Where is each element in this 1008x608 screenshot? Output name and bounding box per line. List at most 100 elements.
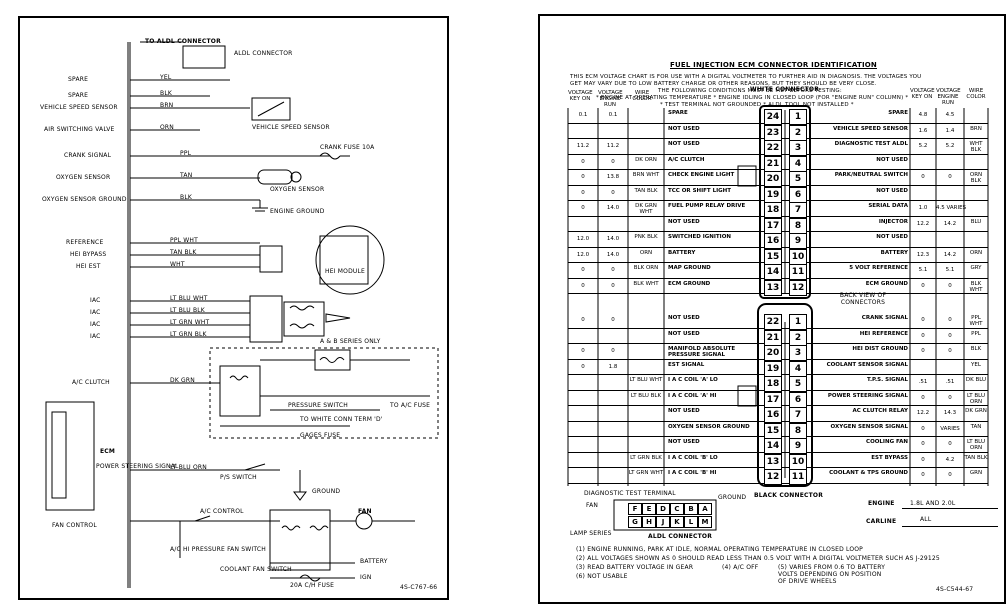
page-title: FUEL INJECTION ECM CONNECTOR IDENTIFICAT…	[670, 61, 877, 69]
wire-color-label: PPL	[180, 150, 192, 157]
signal-label: FAN CONTROL	[52, 522, 97, 529]
wire-color-label: PPL WHT	[170, 237, 198, 244]
pin-number: 11	[789, 469, 807, 485]
voltage-engine-run: 1.8	[608, 363, 618, 370]
wire-color: LT BLU ORN	[966, 392, 985, 405]
voltage-key-on: 0	[581, 348, 585, 354]
wire-color: TAN	[970, 423, 982, 430]
voltage-engine-run: VARIES	[940, 425, 960, 432]
voltage-key-on: 0	[921, 332, 925, 339]
pin-function: CRANK SIGNAL	[861, 315, 908, 321]
aldl-ground-label: GROUND	[718, 494, 747, 501]
pin-function: CHECK ENGINE LIGHT	[668, 172, 735, 178]
pin-function: BATTERY	[668, 249, 696, 256]
wire-color: WHT BLK	[969, 141, 983, 153]
voltage-engine-run: 0.1	[608, 112, 618, 118]
voltage-engine-run: 5.2	[945, 143, 955, 149]
aldl-pin: L	[684, 516, 698, 528]
intro-line: * TEST TERMINAL NOT GROUNDED * ALDL TOOL…	[660, 102, 854, 108]
col-header: VOLTAGE KEY ON	[910, 88, 935, 100]
pin-number: 2	[789, 124, 807, 141]
back-view-label: BACK VIEW OF CONNECTORS	[839, 292, 887, 306]
voltage-key-on: 0	[921, 394, 925, 401]
voltage-engine-run: 0	[948, 332, 952, 339]
pin-function: NOT USED	[668, 141, 700, 147]
ground-label: GROUND	[312, 488, 341, 495]
white-conn-label: TO WHITE CONN TERM 'D'	[300, 416, 383, 423]
pin-number: 17	[764, 217, 782, 234]
pin-function: A/C CLUTCH	[668, 156, 705, 163]
fuse-20a-label: 20A C/H FUSE	[290, 582, 335, 589]
voltage-engine-run: 0	[948, 282, 952, 289]
wire-color: DK GRN WHT	[635, 203, 657, 215]
voltage-engine-run: 0	[948, 317, 952, 323]
wire-color: BLK ORN	[633, 265, 659, 271]
voltage-key-on: 0	[921, 282, 925, 289]
wire-color: BLK WHT	[633, 280, 659, 287]
voltage-engine-run: 5.1	[945, 267, 955, 273]
pin-number: 9	[789, 438, 807, 454]
note: (4) A/C OFF	[722, 564, 759, 571]
pin-function: EST BYPASS	[871, 454, 908, 461]
wire-color-label: YEL	[160, 74, 172, 81]
voltage-engine-run: 13.8	[606, 174, 620, 180]
voltage-key-on: 5.2	[918, 143, 928, 149]
battery-label: BATTERY	[360, 558, 388, 565]
pin-function: 5 VOLT REFERENCE	[849, 265, 908, 271]
pin-function: BATTERY	[880, 249, 908, 256]
voltage-engine-run: 0	[948, 472, 952, 478]
pin-number: 10	[789, 453, 807, 470]
voltage-key-on: 0	[921, 348, 925, 354]
wire-color: DK GRN	[965, 408, 987, 414]
pin-number: 21	[764, 155, 782, 172]
voltage-key-on: 0	[581, 189, 585, 196]
pin-number: 13	[764, 279, 782, 296]
voltage-key-on: 12.2	[916, 410, 930, 416]
voltage-engine-run: 0	[948, 441, 952, 447]
pin-function: DIAGNOSTIC TEST ALDL	[834, 141, 908, 147]
pin-function: ECM GROUND	[865, 280, 908, 287]
voltage-engine-run: 4.5 VARIES	[936, 205, 967, 211]
pin-number: 10	[789, 248, 807, 265]
signal-label: REFERENCE	[66, 239, 104, 246]
signal-label: HEI EST	[76, 263, 101, 270]
signal-label: CRANK SIGNAL	[64, 152, 112, 159]
pin-number: 22	[764, 140, 782, 156]
intro-line: * ENGINE AT OPERATING TEMPERATURE * ENGI…	[596, 95, 909, 101]
wire-color: LT GRN BLK	[630, 454, 662, 461]
ps-switch-label: P/S SWITCH	[220, 474, 257, 481]
wire-color: GRY	[970, 265, 982, 271]
pin-number: 18	[764, 202, 782, 218]
voltage-engine-run: 0	[948, 174, 952, 180]
pin-function: INJECTOR	[878, 218, 908, 225]
signal-label: SPARE	[68, 92, 89, 99]
voltage-key-on: 0	[581, 205, 585, 211]
ac-control-label: A/C CONTROL	[200, 508, 244, 515]
pin-number: 15	[764, 422, 782, 439]
wire-color: BLK WHT	[969, 280, 983, 293]
pin-number: 7	[789, 407, 807, 423]
aldl-pin: H	[642, 516, 656, 528]
wire-color: GRN	[969, 470, 983, 476]
voltage-key-on: 1.6	[918, 127, 928, 134]
voltage-key-on: 0	[581, 267, 585, 273]
voltage-engine-run: 0	[611, 189, 615, 196]
pin-number: 18	[764, 376, 782, 392]
voltage-engine-run: 1.4	[945, 127, 955, 134]
pin-number: 21	[764, 329, 782, 346]
aldl-pin: E	[642, 503, 656, 515]
pin-number: 8	[789, 217, 807, 234]
wire-color-label: LT GRN BLK	[170, 331, 207, 338]
voltage-key-on: 12.0	[576, 251, 590, 258]
ign-label: IGN	[360, 574, 372, 581]
wiring-lines	[45, 41, 439, 588]
col-header: VOLTAGE ENGINE RUN	[598, 90, 623, 108]
pin-function: I A C COIL 'A' HI	[668, 392, 717, 399]
signal-label: IAC	[90, 321, 101, 328]
pin-function: NOT USED	[876, 187, 908, 194]
engine-value: 1.8L AND 2.0L	[910, 500, 956, 507]
pin-number: 8	[789, 422, 807, 439]
pin-number: 6	[789, 391, 807, 408]
aldl-pin: M	[698, 516, 712, 528]
ac-fuse-label: TO A/C FUSE	[390, 402, 431, 409]
